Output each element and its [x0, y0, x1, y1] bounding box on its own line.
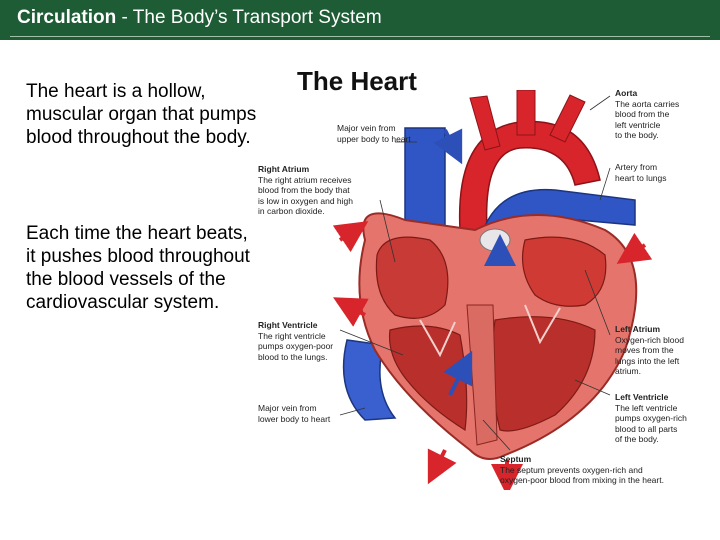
aorta-branch-3 [549, 94, 586, 143]
label-aorta: Aorta The aorta carries blood from the l… [615, 88, 680, 140]
heart-illustration [332, 90, 653, 490]
header-divider [10, 36, 710, 37]
septum [466, 304, 498, 446]
label-major-vein-upper: Major vein from upper body to heart [337, 123, 411, 144]
flow-arrow-red-1 [332, 221, 369, 253]
tricuspid-valve [419, 319, 456, 358]
label-right-atrium: Right Atrium The right atrium receives b… [258, 164, 353, 216]
slide-title: Circulation - The Body’s Transport Syste… [17, 7, 382, 29]
figure-title: The Heart [297, 66, 417, 96]
pulmonary-valve [479, 228, 511, 252]
label-artery-to-lungs: Artery from heart to lungs [615, 162, 667, 183]
mitral-valve [524, 304, 561, 345]
pointer-lines [339, 95, 611, 451]
inferior-vena-cava [342, 339, 397, 421]
flow-arrow-red-3 [616, 232, 653, 264]
slide-title-bold: Circulation [17, 7, 117, 28]
slide-header: Circulation - The Body’s Transport Syste… [0, 0, 720, 40]
label-right-ventricle: Right Ventricle The right ventricle pump… [258, 320, 334, 362]
flow-arrow-red-2 [333, 297, 369, 327]
left-ventricle-cavity [491, 316, 596, 432]
heart-diagram: Major vein from upper body to heart Righ… [255, 88, 720, 490]
intro-paragraph: The heart is a hollow, muscular organ th… [26, 81, 257, 148]
label-septum: Septum The septum prevents oxygen-rich a… [500, 454, 664, 485]
flow-arrow-blue-3 [443, 350, 473, 396]
heartbeat-paragraph: Each time the heart beats, it pushes blo… [26, 223, 250, 313]
aorta-branch-2 [516, 90, 536, 136]
label-left-ventricle: Left Ventricle The left ventricle pumps … [615, 392, 687, 444]
aorta [458, 120, 601, 231]
left-atrium-cavity [522, 236, 607, 307]
slide-title-rest: - The Body’s Transport System [116, 7, 382, 28]
flow-arrow-red-5 [427, 448, 457, 485]
aorta-branch-1 [469, 95, 501, 151]
right-atrium-cavity [375, 236, 449, 319]
label-major-vein-lower: Major vein from lower body to heart [258, 403, 331, 424]
flow-arrow-blue-1 [433, 128, 463, 165]
label-left-atrium: Left Atrium Oxygen-rich blood moves from… [615, 324, 684, 376]
